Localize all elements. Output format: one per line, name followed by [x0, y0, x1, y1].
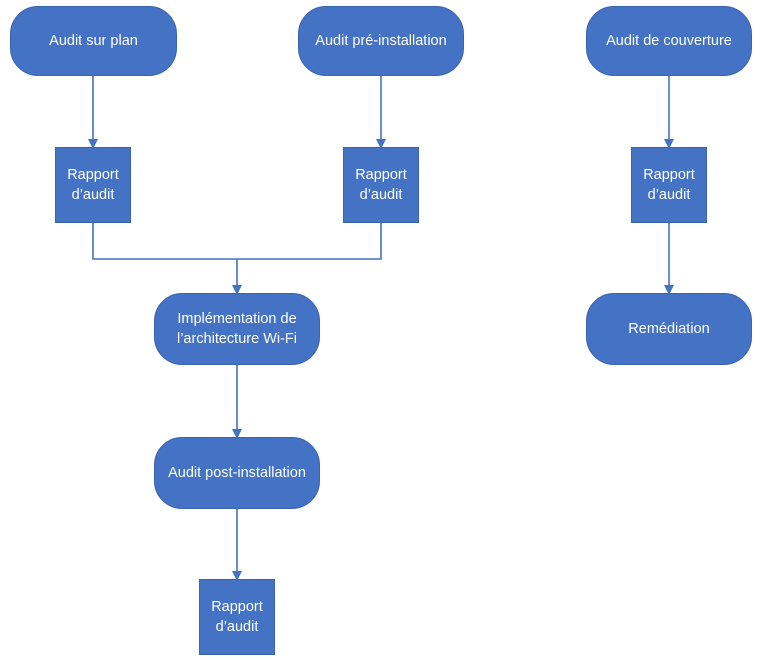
- node-audit-pre-installation: Audit pré-installation: [298, 6, 464, 76]
- node-label: Implémentation de l’architecture Wi-Fi: [176, 311, 298, 347]
- node-implementation-architecture: Implémentation de l’architecture Wi-Fi: [154, 293, 320, 365]
- node-label: Audit pré-installation: [315, 33, 447, 49]
- node-label: Remédiation: [628, 321, 710, 337]
- node-label: Audit de couverture: [606, 33, 732, 49]
- node-label: Audit sur plan: [49, 33, 138, 49]
- node-audit-post-installation: Audit post-installation: [154, 437, 320, 509]
- node-rapport-audit-1: Rapport d’audit: [55, 147, 131, 223]
- node-rapport-audit-4: Rapport d’audit: [199, 579, 275, 655]
- node-label: Audit post-installation: [168, 465, 306, 481]
- node-remediation: Remédiation: [586, 293, 752, 365]
- node-label: Rapport d’audit: [355, 167, 407, 203]
- node-label: Rapport d’audit: [211, 599, 263, 635]
- node-label: Rapport d’audit: [67, 167, 119, 203]
- node-label: Rapport d’audit: [643, 167, 695, 203]
- node-audit-de-couverture: Audit de couverture: [586, 6, 752, 76]
- node-rapport-audit-2: Rapport d’audit: [343, 147, 419, 223]
- node-audit-sur-plan: Audit sur plan: [10, 6, 177, 76]
- connector-rapports-merge: [92, 223, 382, 260]
- node-rapport-audit-3: Rapport d’audit: [631, 147, 707, 223]
